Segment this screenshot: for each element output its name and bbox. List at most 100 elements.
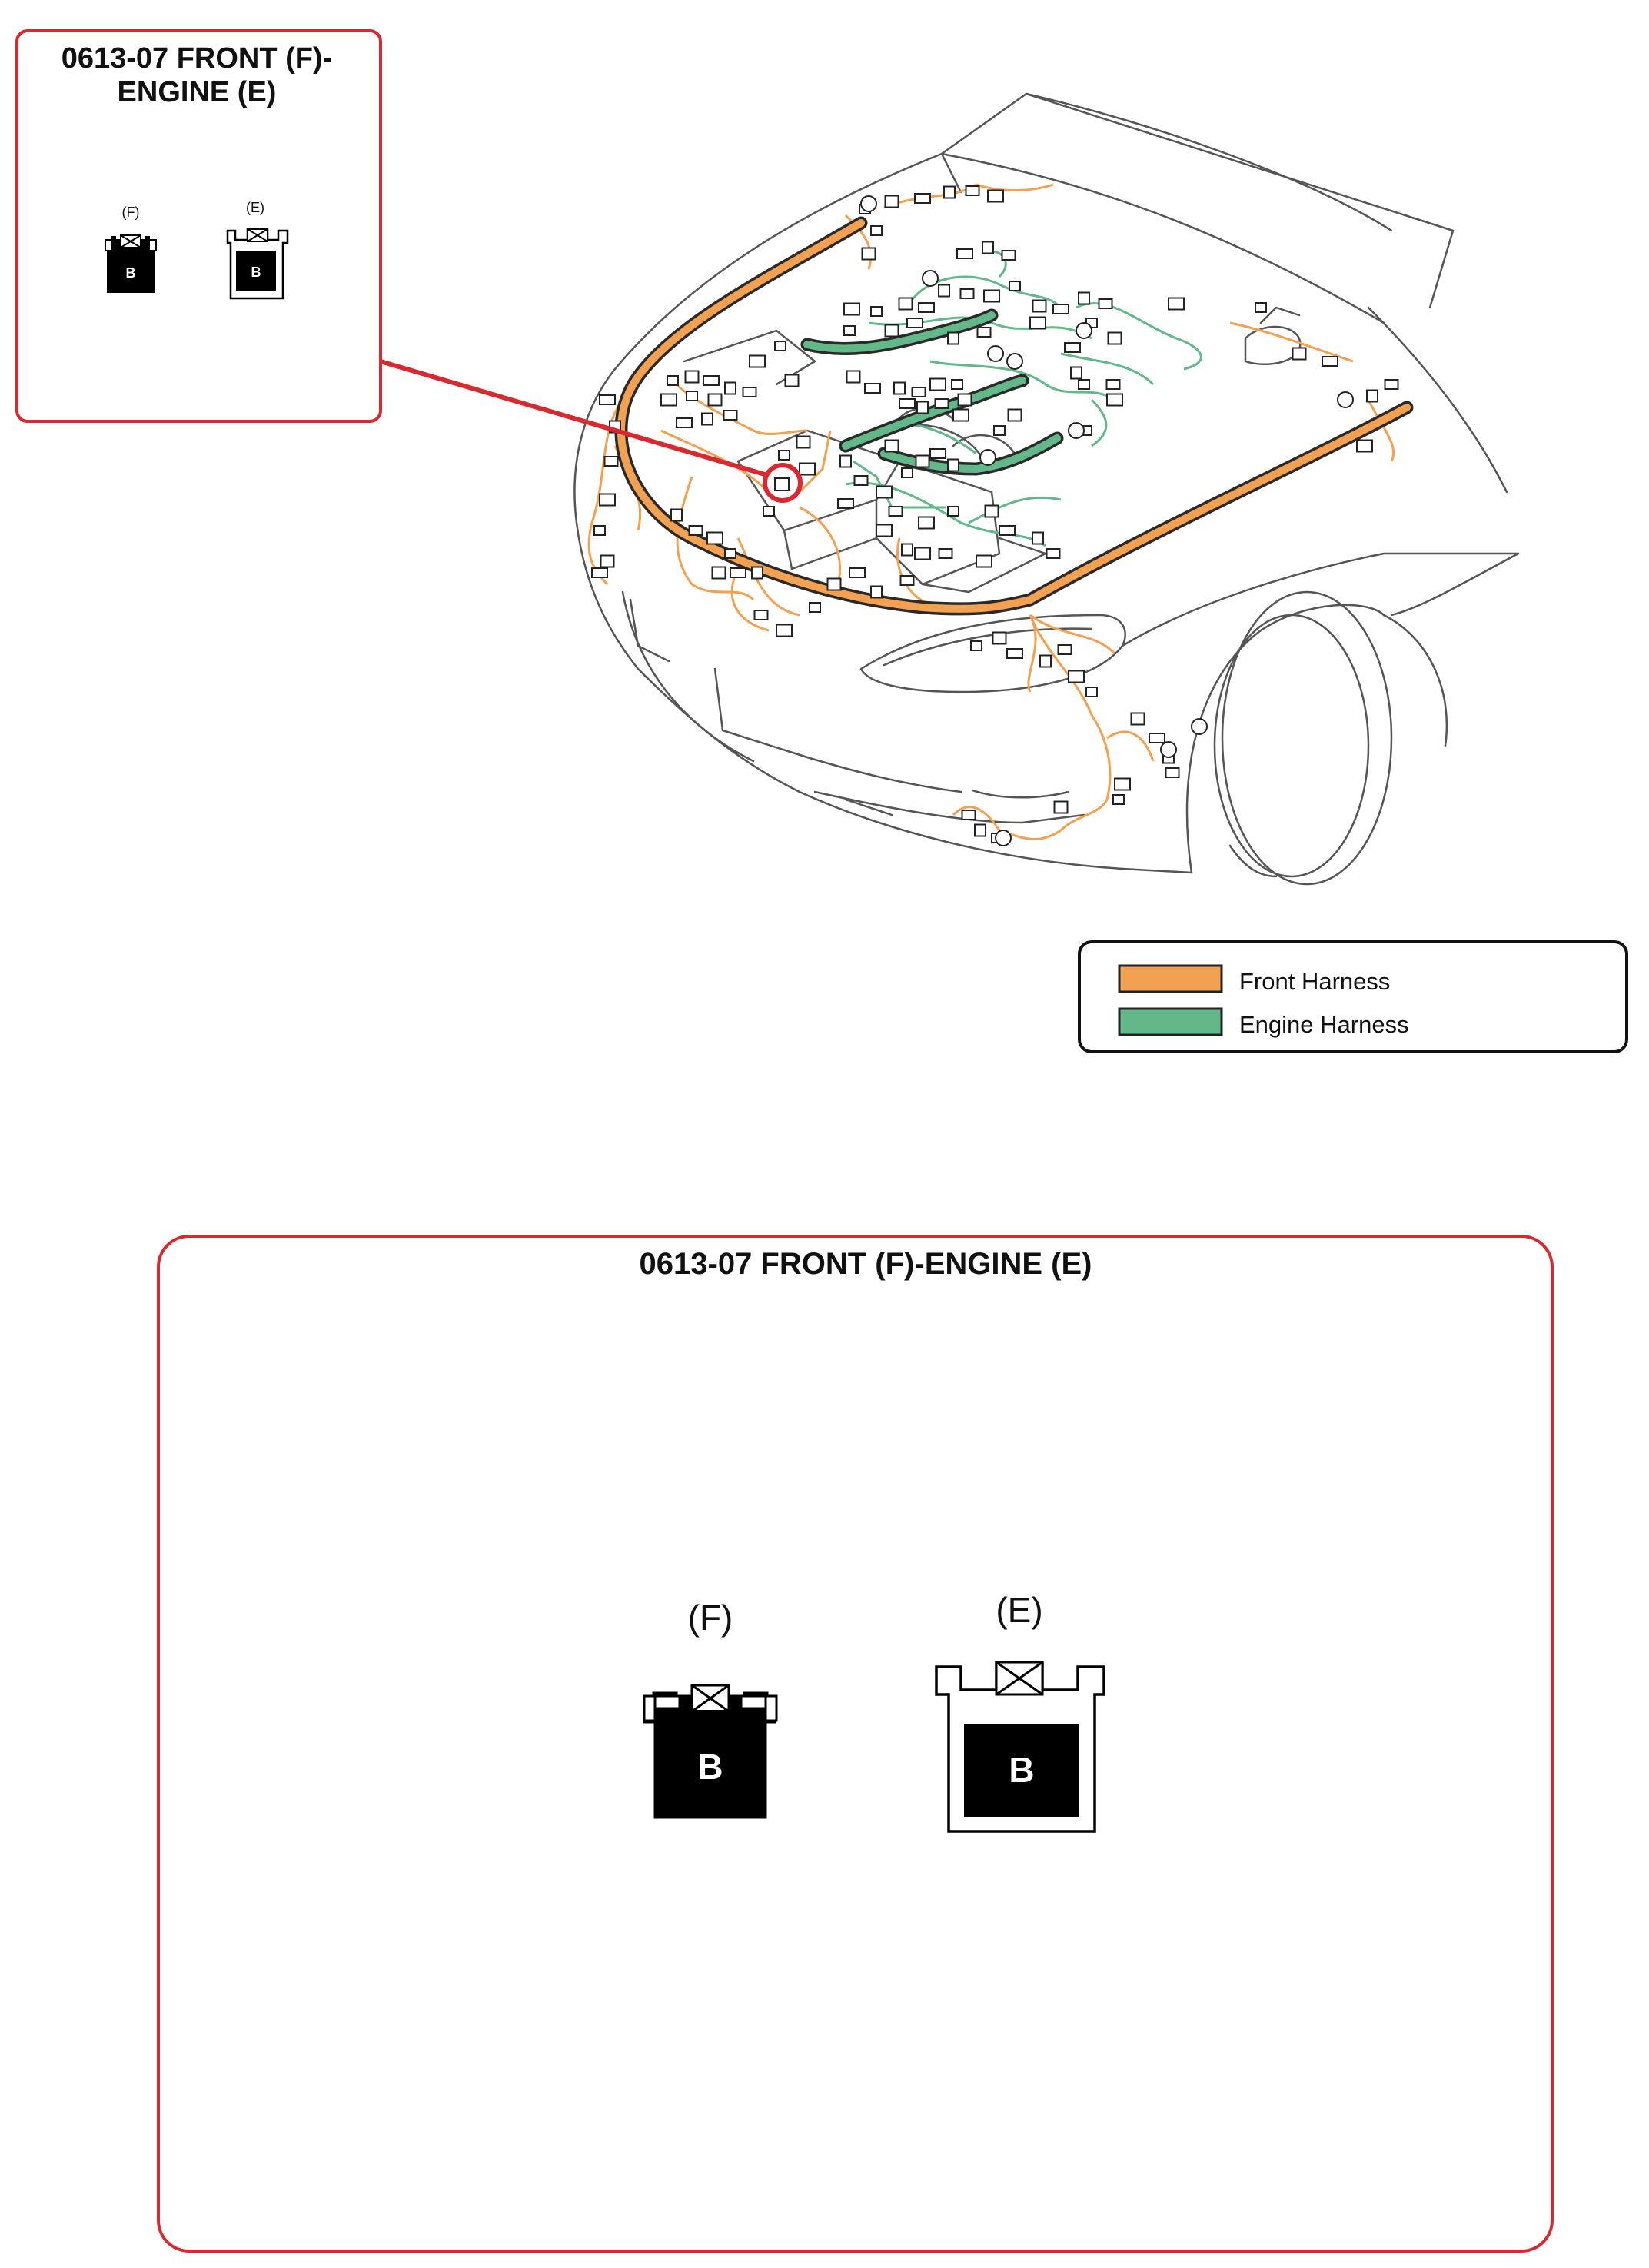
harness-connector-block: [723, 410, 738, 421]
harness-connector-block: [1107, 331, 1122, 345]
harness-connector-block: [1039, 654, 1052, 668]
harness-connector-block: [983, 289, 1000, 303]
harness-connector-block: [1255, 302, 1267, 313]
harness-connector-block: [686, 391, 698, 401]
harness-connector-block: [1356, 439, 1373, 453]
harness-connectors: [591, 185, 1399, 846]
harness-connector-block: [906, 318, 923, 328]
harness-connector-block: [918, 516, 935, 530]
engine-harness-trunk: [800, 308, 1064, 476]
harness-grommet: [987, 345, 1004, 362]
harness-connector-block: [947, 458, 959, 472]
harness-connector-block: [884, 195, 899, 208]
harness-connector-block: [1292, 347, 1307, 361]
harness-connector-block: [929, 448, 946, 459]
harness-connector-block: [742, 387, 757, 397]
harness-connector-block: [1053, 800, 1069, 814]
detail-front-letter: B: [697, 1747, 723, 1787]
legend: Front Harness Engine Harness: [1078, 940, 1628, 1053]
harness-connector-block: [1068, 670, 1085, 683]
harness-connector-block: [1070, 366, 1082, 380]
harness-connector-block: [1007, 408, 1022, 422]
harness-connector-block: [1112, 794, 1125, 805]
harness-connector-block: [684, 370, 700, 384]
harness-connector-block: [934, 398, 949, 409]
harness-connector-block: [984, 504, 999, 518]
harness-connector-block: [938, 284, 950, 298]
highlighted-connector: [763, 463, 803, 503]
harness-connector-block: [1032, 299, 1047, 313]
harness-connector-block: [826, 577, 842, 591]
detail-engine-letter: B: [1009, 1750, 1034, 1790]
harness-connector-block: [970, 640, 982, 651]
harness-connector-block: [947, 331, 959, 345]
harness-connector-block: [703, 375, 720, 386]
harness-connector-block: [749, 354, 766, 368]
harness-connector-block: [1009, 281, 1021, 291]
harness-grommet: [1068, 422, 1085, 439]
harness-grommet: [979, 449, 996, 466]
detail-engine-tag: (E): [996, 1590, 1042, 1630]
harness-connector-block: [707, 393, 723, 407]
harness-connector-block: [982, 241, 994, 254]
detail-title: 0613-07 FRONT (F)-ENGINE (E): [640, 1247, 1092, 1281]
harness-connector-block: [957, 393, 972, 407]
harness-connector-block: [1098, 298, 1113, 309]
harness-connector-block: [660, 393, 677, 407]
harness-grommet: [860, 195, 877, 212]
inset-title-line1: 0613-07 FRONT (F)-: [62, 42, 333, 75]
harness-connector-block: [911, 387, 926, 397]
harness-connector-block: [784, 374, 800, 387]
legend-front-label: Front Harness: [1239, 968, 1390, 995]
harness-connector-block: [1085, 687, 1098, 697]
harness-connector-block: [1322, 356, 1338, 367]
harness-connector-block: [1052, 304, 1069, 314]
harness-connector-block: [1032, 531, 1044, 545]
harness-connector-block: [976, 327, 992, 338]
harness-connector-block: [799, 462, 816, 476]
harness-connector-block: [1001, 250, 1016, 261]
harness-connector-block: [724, 548, 736, 559]
harness-connector-block: [1006, 648, 1023, 659]
harness-connector-block: [959, 288, 975, 299]
inset-front-tag: (F): [122, 205, 140, 220]
inset-title-line2: ENGINE (E): [118, 76, 277, 108]
harness-connector-block: [843, 302, 860, 316]
harness-connector-block: [796, 435, 811, 449]
harness-connector-block: [893, 381, 906, 395]
harness-connector-block: [763, 506, 775, 517]
harness-connector-block: [837, 498, 854, 509]
front-harness-trunk: [614, 216, 1414, 616]
harness-connector-block: [999, 525, 1016, 536]
inset-front-connector-icon: B: [105, 234, 157, 293]
harness-grommet: [1006, 353, 1023, 370]
harness-connector-block: [965, 185, 980, 196]
legend-engine-swatch: [1118, 1007, 1223, 1036]
harness-connector-block: [899, 398, 916, 409]
harness-connector-block: [1078, 379, 1090, 390]
harness-connector-block: [943, 185, 956, 199]
harness-connector-block: [591, 567, 608, 578]
harness-connector-block: [667, 375, 679, 386]
harness-connector-block: [899, 575, 915, 586]
inset-front-letter: B: [126, 265, 136, 281]
harness-connector-block: [901, 467, 913, 478]
harness-connector-block: [1029, 316, 1046, 330]
harness-connector-block: [870, 225, 883, 236]
harness-connector-block: [1165, 767, 1180, 778]
harness-connector-block: [1168, 297, 1185, 311]
harness-connector-block: [846, 370, 861, 384]
harness-connector-block: [774, 341, 786, 351]
harness-connector-block: [987, 189, 1004, 203]
harness-connector-block: [976, 554, 992, 568]
harness-connector-block: [753, 610, 769, 620]
harness-connector-block: [888, 506, 903, 517]
harness-connector-block: [1078, 291, 1090, 305]
harness-connector-block: [1106, 393, 1123, 407]
harness-connector-block: [974, 823, 986, 837]
harness-connector-block: [1130, 712, 1145, 726]
harness-connector-block: [901, 543, 913, 557]
harness-connector-block: [1384, 379, 1399, 390]
harness-connector-block: [701, 412, 713, 426]
